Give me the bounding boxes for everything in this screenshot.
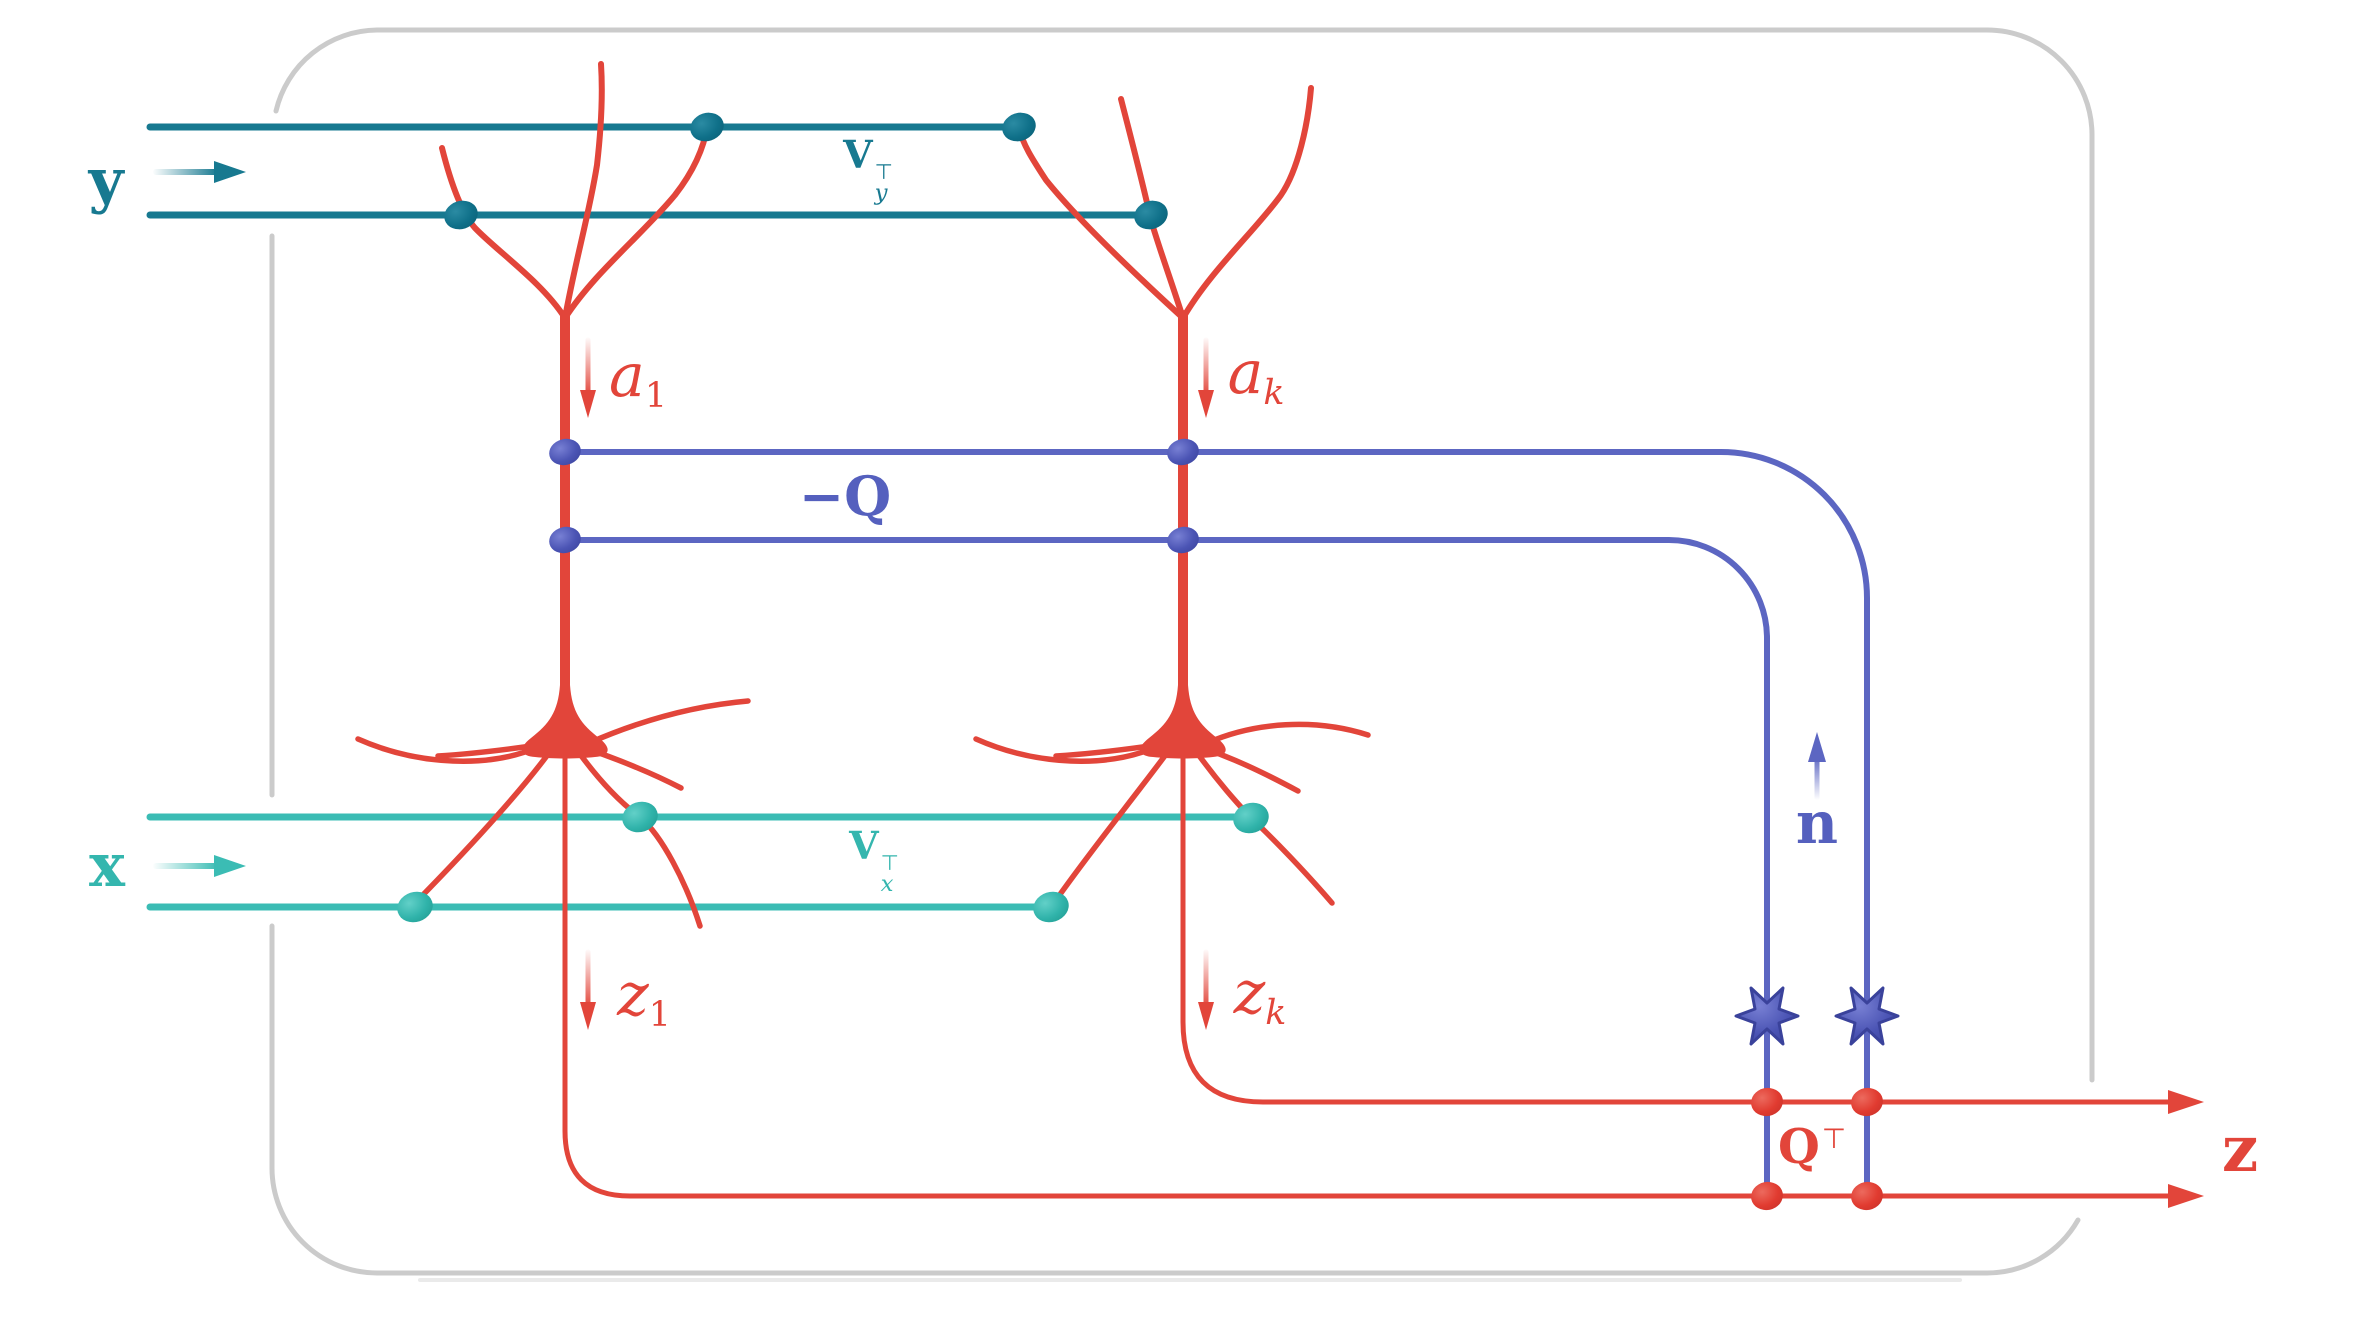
synapse-dot-qt xyxy=(1751,1087,1783,1117)
synapse-dot-vx xyxy=(622,801,658,833)
z-output-arrowhead-top xyxy=(2168,1090,2204,1114)
neuronk-tuft-branch-right xyxy=(1180,85,1314,321)
synapse-dot-q xyxy=(1167,438,1199,466)
input-x-label: x xyxy=(89,831,125,901)
q-feedback-line-2 xyxy=(562,537,1770,1199)
zk-flow-arrowhead-icon xyxy=(1198,1002,1214,1030)
y-flow-arrowhead-icon xyxy=(214,161,246,183)
output-current-zk-label: zk xyxy=(1233,958,1287,1034)
synapse-dot-q xyxy=(549,438,581,466)
synapse-dot-vy xyxy=(444,200,478,230)
neuron1-basal-dendrite xyxy=(414,750,552,904)
input-y-label: y xyxy=(88,146,124,216)
synapse-dot-q xyxy=(1167,526,1199,554)
synapse-dot-qt xyxy=(1851,1087,1883,1117)
synapse-dot-qt xyxy=(1751,1181,1783,1211)
synapse-dot-vx xyxy=(1233,802,1269,834)
synapse-dot-vx xyxy=(1033,891,1069,923)
frame-bottom-left-segment xyxy=(269,923,2081,1276)
neuron1-tuft-branch-right xyxy=(562,124,710,321)
a1-flow-arrowhead-icon xyxy=(580,390,596,418)
weight-vx-label: V⊤x xyxy=(849,823,899,897)
frame-top-right-segment xyxy=(273,27,2095,1083)
ak-flow-arrowhead-icon xyxy=(1198,390,1214,418)
interneuron-2-icon xyxy=(1834,986,1900,1046)
output-z-label: z xyxy=(2221,1112,2259,1187)
x-flow-arrowhead-icon xyxy=(214,855,246,877)
synapse-dot-vy xyxy=(1134,200,1168,230)
synapse-dot-vy xyxy=(690,112,724,142)
neuron1-tuft-branch-mid xyxy=(562,61,605,321)
output-current-z1-label: z1 xyxy=(617,960,671,1036)
neuronk-basal-dendrite xyxy=(973,736,1159,764)
apical-current-a1-label: a1 xyxy=(609,341,667,417)
neuron1-basal-dendrite xyxy=(574,747,703,929)
neuron1-tuft-branch-left xyxy=(439,145,568,321)
z-output-arrowhead-bottom xyxy=(2168,1184,2204,1208)
weight-vy-label: V⊤y xyxy=(843,132,893,206)
z1-flow-arrowhead-icon xyxy=(580,1002,596,1030)
n-flow-arrowhead-icon xyxy=(1808,732,1826,762)
neuron1-soma xyxy=(522,685,608,759)
neuronk-axon xyxy=(1180,752,2173,1105)
neuronk-soma xyxy=(1140,685,1226,759)
interneuron-n-label: n xyxy=(1795,789,1839,857)
synapse-dot-vx xyxy=(397,891,433,923)
neuron1-axon xyxy=(562,752,2173,1199)
apical-current-ak-label: ak xyxy=(1227,338,1285,414)
q-feedback-line-1 xyxy=(562,449,1870,1199)
neuron1-basal-dendrite xyxy=(586,698,751,746)
neuronk-basal-dendrite xyxy=(1051,750,1170,906)
synapse-dot-qt xyxy=(1851,1181,1883,1211)
synapse-dot-q xyxy=(549,526,581,554)
neuron1-basal-dendrite xyxy=(355,736,541,764)
neuronk-tuft-branch-left xyxy=(1016,125,1186,321)
interneuron-1-icon xyxy=(1734,986,1800,1046)
synapse-dot-vy xyxy=(1002,112,1036,142)
feedback-weight-label: −Q xyxy=(798,464,892,528)
neuronk-basal-dendrite xyxy=(1204,721,1371,746)
forward-weight-label: Q⊤ xyxy=(1777,1119,1847,1175)
